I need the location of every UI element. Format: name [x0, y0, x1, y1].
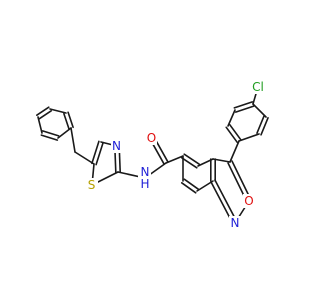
- thiazole-sulfur-atom: S: [86, 178, 98, 192]
- single-bond: [238, 133, 260, 142]
- double-bond-line: [41, 130, 60, 137]
- double-bond-line: [95, 141, 104, 166]
- double-bond-line: [40, 134, 59, 141]
- single-bond: [37, 116, 43, 134]
- single-bond: [252, 103, 267, 118]
- double-bond-line: [91, 140, 100, 165]
- single-bond: [165, 155, 184, 164]
- single-bond: [70, 127, 76, 153]
- chlorine-atom: Cl: [250, 80, 266, 94]
- single-bond: [74, 151, 95, 165]
- double-bond-line: [214, 179, 238, 223]
- thiazole-s-label: S: [88, 178, 96, 192]
- double-bond-line: [256, 115, 265, 134]
- double-bond-line: [231, 160, 252, 201]
- double-bond-line: [180, 157, 198, 169]
- isoxazole-o-label: O: [244, 194, 253, 208]
- amide-nitrogen-atom: N H: [138, 165, 151, 191]
- amide-n-label: N: [141, 165, 150, 179]
- thiazole-n-label: N: [112, 139, 121, 153]
- chlorine-label: Cl: [252, 80, 264, 94]
- isoxazole-oxygen-atom: O: [243, 194, 255, 208]
- double-bond-line: [67, 111, 74, 129]
- single-bond: [212, 158, 231, 163]
- double-bond-line: [228, 123, 242, 141]
- single-bond: [227, 109, 236, 127]
- single-bond: [229, 140, 240, 163]
- atom-label-layer: Cl O N H N S O N: [86, 80, 266, 230]
- double-bond-line: [183, 178, 200, 191]
- bond-layer: [35, 86, 269, 225]
- double-bond-line: [225, 126, 239, 144]
- double-bond-line: [260, 117, 269, 136]
- amide-h-label: H: [140, 177, 149, 191]
- molecule-structure: Cl O N H N S O N: [35, 80, 269, 230]
- double-bond-line: [183, 153, 201, 165]
- double-bond-line: [234, 105, 255, 113]
- carbonyl-oxygen-label: O: [147, 131, 156, 145]
- single-bond: [196, 180, 214, 192]
- isoxazole-n-label: N: [231, 216, 240, 230]
- single-bond: [49, 108, 67, 114]
- double-bond-line: [38, 110, 53, 120]
- isoxazole-nitrogen-atom: N: [229, 216, 241, 230]
- double-bond-line: [180, 181, 197, 194]
- thiazole-nitrogen-atom: N: [111, 139, 123, 153]
- double-bond-line: [35, 106, 50, 116]
- carbonyl-oxygen-atom: O: [146, 131, 157, 145]
- single-bond: [57, 127, 72, 139]
- double-bond-line: [233, 101, 254, 109]
- double-bond-line: [63, 112, 70, 130]
